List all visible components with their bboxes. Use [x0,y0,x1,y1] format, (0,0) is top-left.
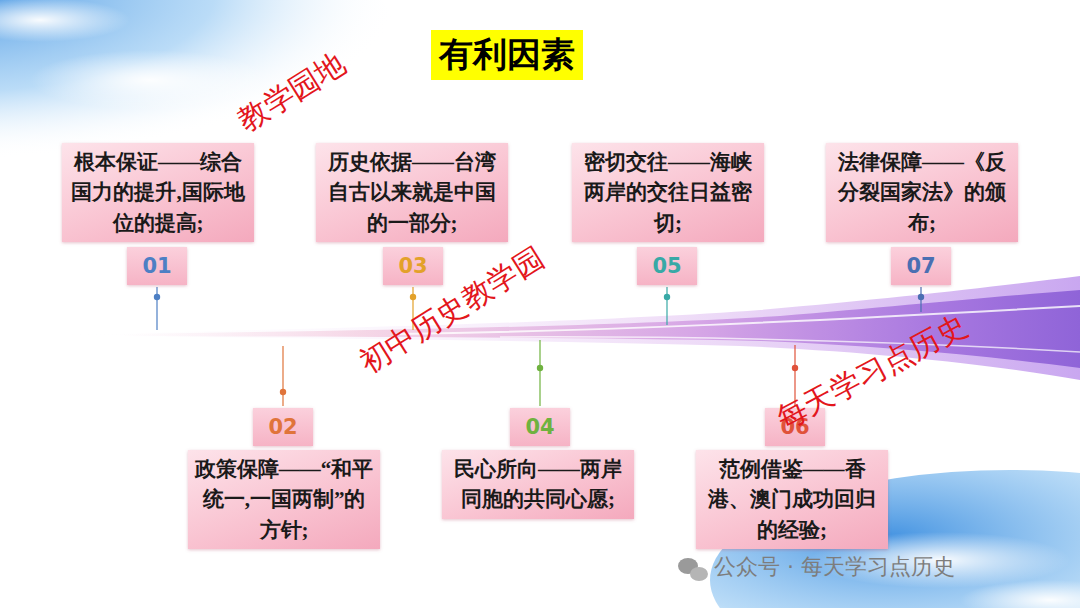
number-box: 05 [637,247,697,285]
callout-number: 01 [142,254,171,278]
factor-box: 政策保障——“和平统一,一国两制”的方针; [188,450,380,549]
factor-text: 政策保障——“和平统一,一国两制”的方针; [194,454,374,545]
timeline-dot [664,294,670,300]
number-box: 02 [253,408,313,446]
factor-text: 密切交往——海峡两岸的交往日益密切; [578,147,758,238]
leader-line [666,287,667,325]
timeline-dot [918,294,924,300]
factor-text: 历史依据——台湾自古以来就是中国的一部分; [322,147,502,238]
factor-box: 密切交往——海峡两岸的交往日益密切; [572,143,764,242]
factor-box: 民心所向——两岸同胞的共同心愿; [442,450,634,519]
number-box: 01 [127,247,187,285]
leader-line [282,346,283,406]
watermark: 教学园地 [230,43,353,141]
number-box: 04 [510,408,570,446]
factor-text: 范例借鉴——香港、澳门成功回归的经验; [702,454,882,545]
callout-number: 07 [906,254,935,278]
factor-box: 法律保障——《反分裂国家法》的颁布; [826,143,1018,242]
factor-text: 根本保证——综合国力的提升,国际地位的提高; [68,147,248,238]
callout-number: 05 [652,254,681,278]
factor-text: 民心所向——两岸同胞的共同心愿; [448,454,628,515]
wechat-icon [678,558,708,581]
number-box: 07 [891,247,951,285]
footer-note: 公众号 · 每天学习点历史 [714,552,955,582]
timeline-dot [280,389,286,395]
callout-number: 04 [525,415,554,439]
number-box: 03 [383,247,443,285]
leader-line [539,340,540,406]
timeline-dot [154,294,160,300]
factor-box: 历史依据——台湾自古以来就是中国的一部分; [316,143,508,242]
callout-number: 02 [268,415,297,439]
timeline-dot [792,365,798,371]
leader-line [156,287,157,330]
callout-number: 03 [398,254,427,278]
timeline-dot [537,365,543,371]
factor-box: 根本保证——综合国力的提升,国际地位的提高; [62,143,254,242]
factor-text: 法律保障——《反分裂国家法》的颁布; [832,147,1012,238]
watermark: 每天学习点历史 [770,305,975,440]
factor-box: 范例借鉴——香港、澳门成功回归的经验; [696,450,888,549]
title: 有利因素 [431,30,583,80]
timeline-dot [410,294,416,300]
